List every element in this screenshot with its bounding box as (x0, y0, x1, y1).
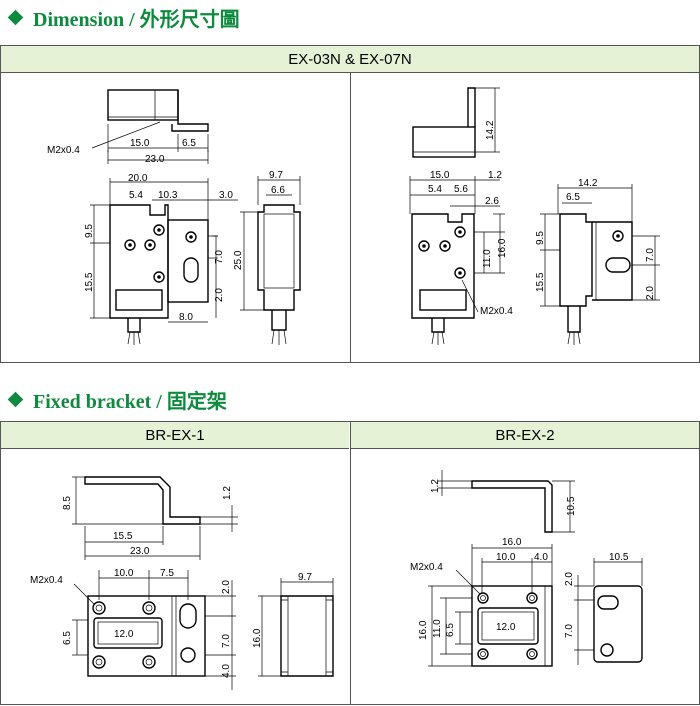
ex-right-dim-14-2b: 14.2 (578, 178, 598, 189)
ex-left-dim-23: 23.0 (145, 154, 165, 165)
panel-header-br1: BR-EX-1 (1, 422, 349, 449)
ex-front-view (90, 178, 238, 345)
br2-top-view (438, 470, 575, 533)
ex-right-dim-2-6: 2.6 (485, 196, 499, 207)
ex-right-side-view (540, 184, 660, 345)
ex-left-dim-20: 20.0 (128, 173, 148, 184)
ex-left-drawing: M2x0.4 15.0 6.5 23.0 20.0 5.4 10.3 3.0 9… (47, 89, 301, 345)
br2-drawing: 1.2 10.5 16.0 10.0 4.0 M2x0.4 16.0 11.0 … (410, 470, 643, 667)
ex-left-dim-15: 15.0 (130, 138, 150, 149)
ex-right-dim-11: 11.0 (482, 249, 493, 268)
br1-dim-15-5: 15.5 (113, 531, 133, 542)
br1-front-view (72, 570, 236, 690)
br1-dim-16: 16.0 (252, 628, 263, 648)
br1-dim-2: 2.0 (221, 580, 232, 594)
br1-side-view (258, 578, 334, 677)
ex-left-dim-2: 2.0 (214, 288, 225, 302)
section-title-bracket-text: Fixed bracket / 固定架 (33, 390, 227, 413)
ex-right-dim-15: 15.0 (430, 170, 450, 181)
ex-left-dim-8: 8.0 (179, 312, 193, 323)
br2-dim-16: 16.0 (502, 537, 522, 548)
section-title-dimension-text: Dimension / 外形尺寸圖 (33, 8, 240, 31)
diamond-bullet-icon (7, 391, 24, 407)
ex-right-dim-15-5: 15.5 (535, 272, 546, 292)
br2-dim-4: 4.0 (534, 552, 548, 563)
br2-front-view (428, 544, 553, 667)
ex-right-dim-14-2: 14.2 (485, 120, 496, 140)
ex-right-dim-2: 2.0 (645, 286, 656, 300)
br2-dim-2: 2.0 (564, 572, 575, 586)
br2-dim-10-5b: 10.5 (609, 552, 629, 563)
br1-dim-4: 4.0 (221, 664, 232, 678)
panel-divider (350, 72, 351, 362)
ex-right-front-view (409, 176, 505, 345)
ex-right-drawing: 14.2 15.0 1.2 5.4 5.6 2.6 11.0 16.0 M2x0… (409, 87, 660, 345)
br1-dim-23: 23.0 (130, 546, 150, 557)
ex-left-dim-5-4: 5.4 (129, 190, 143, 201)
br2-side-view (574, 558, 643, 665)
ex-right-dim-7: 7.0 (645, 248, 656, 262)
ex-left-dim-7: 7.0 (214, 250, 225, 264)
ex-right-m2-label: M2x0.4 (480, 306, 513, 317)
section-title-dimension: Dimension / 外形尺寸圖 (6, 4, 240, 31)
ex-right-dim-5-4: 5.4 (428, 184, 442, 195)
br2-dim-10: 10.0 (496, 552, 516, 563)
br2-dim-1-2: 1.2 (430, 479, 441, 493)
br1-top-view (72, 476, 238, 560)
bracket-panel: BR-EX-1 BR-EX-2 (0, 421, 700, 705)
br1-dim-8-5: 8.5 (62, 496, 73, 510)
panel-header-br2: BR-EX-2 (351, 422, 699, 449)
br1-dim-10: 10.0 (114, 568, 134, 579)
br2-dim-12: 12.0 (496, 622, 516, 633)
br2-dim-6-5: 6.5 (445, 623, 456, 637)
br1-m2-label: M2x0.4 (30, 575, 63, 586)
ex-side-dim-25: 25.0 (233, 250, 244, 270)
br2-dim-10-5: 10.5 (566, 496, 577, 516)
ex-left-dim-9-5: 9.5 (84, 224, 95, 238)
ex-side-dim-9-7: 9.7 (269, 170, 283, 181)
ex-side-dim-6-6: 6.6 (271, 185, 285, 196)
br1-dim-9-7: 9.7 (298, 572, 312, 583)
ex-left-dim-3: 3.0 (219, 190, 233, 201)
ex-right-dim-5-6: 5.6 (454, 184, 468, 195)
panel-divider (350, 422, 351, 704)
br1-drawing: 8.5 15.5 1.2 23.0 M2x0.4 10.0 7.5 2.0 6.… (30, 476, 334, 690)
br2-m2-label: M2x0.4 (410, 562, 443, 573)
ex-left-dim-6-5: 6.5 (182, 138, 196, 149)
ex-right-dim-16: 16.0 (497, 238, 508, 258)
ex-right-top-view (412, 87, 500, 158)
ex-right-dim-9-5: 9.5 (535, 231, 546, 245)
ex-top-view (91, 89, 209, 164)
br2-dim-11: 11.0 (432, 619, 443, 638)
ex-side-view (240, 176, 301, 345)
ex-left-dim-15-5: 15.5 (84, 272, 95, 292)
br1-dim-7: 7.0 (221, 634, 232, 648)
ex-right-dim-1-2: 1.2 (488, 170, 502, 181)
br1-dim-7-5: 7.5 (160, 568, 174, 579)
br1-dim-1-2: 1.2 (222, 486, 233, 500)
br1-dim-6-5: 6.5 (62, 631, 73, 645)
section-title-bracket: Fixed bracket / 固定架 (6, 386, 227, 413)
panel-header-ex: EX-03N & EX-07N (1, 46, 699, 73)
br1-dim-12: 12.0 (114, 629, 134, 640)
ex-right-dim-6-5: 6.5 (566, 192, 580, 203)
br2-dim-16b: 16.0 (418, 620, 429, 640)
br2-dim-7: 7.0 (564, 624, 575, 638)
ex-left-m2-label: M2x0.4 (47, 145, 80, 156)
diamond-bullet-icon (7, 9, 24, 25)
ex-left-dim-10-3: 10.3 (158, 190, 178, 201)
